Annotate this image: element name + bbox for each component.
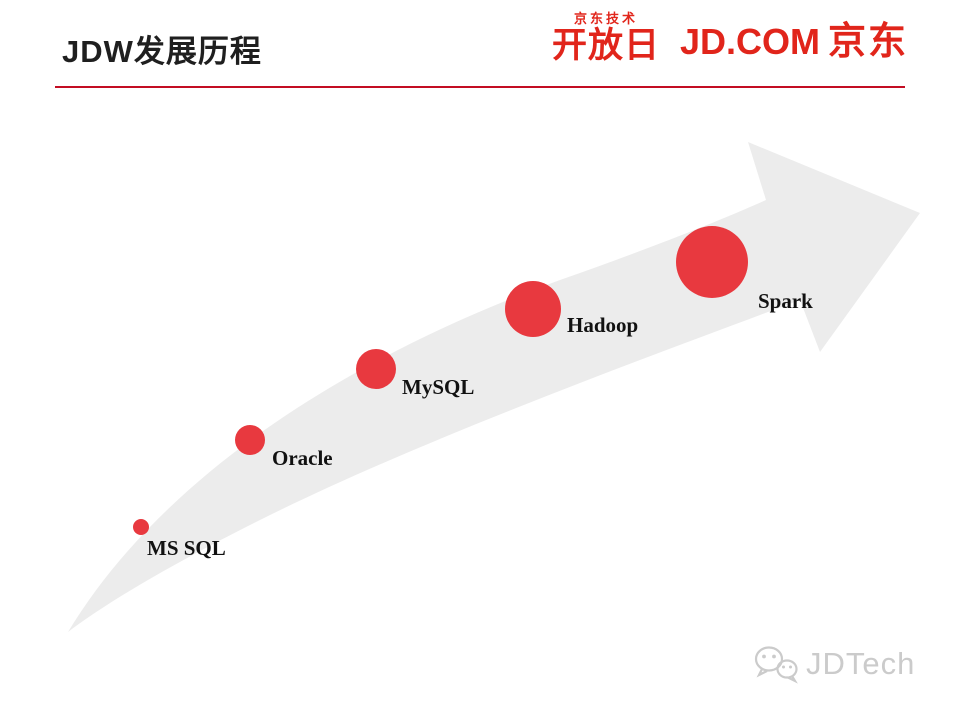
milestone-dot-ms-sql: [133, 519, 149, 535]
milestone-label-hadoop: Hadoop: [567, 313, 639, 337]
jd-tech-openday-logo: 京东技术 开放日: [552, 12, 660, 63]
milestone-label-mysql: MySQL: [402, 375, 475, 399]
milestone-dot-spark: [676, 226, 748, 298]
milestone-dot-hadoop: [505, 281, 561, 337]
header-divider: [55, 86, 905, 88]
jdcom-logo: JD.COM 京东: [680, 10, 908, 65]
jd-tech-label: 京东技术: [573, 11, 638, 26]
jdcom-en-label: JD.COM: [679, 21, 820, 62]
milestone-label-spark: Spark: [758, 289, 813, 313]
watermark: JDTech: [752, 644, 915, 684]
milestone-label-oracle: Oracle: [272, 446, 333, 470]
jdcom-cn-label: 京东: [827, 21, 908, 63]
milestone-label-ms-sql: MS SQL: [147, 536, 226, 560]
openday-label: 开放日: [551, 26, 660, 65]
header-logos: 京东技术 开放日 JD.COM 京东: [552, 10, 908, 65]
wechat-icon: [754, 646, 798, 684]
watermark-text: JDTech: [806, 646, 916, 681]
page-title: JDW发展历程: [62, 34, 262, 69]
milestone-dot-oracle: [235, 425, 265, 455]
milestone-dot-mysql: [356, 349, 396, 389]
